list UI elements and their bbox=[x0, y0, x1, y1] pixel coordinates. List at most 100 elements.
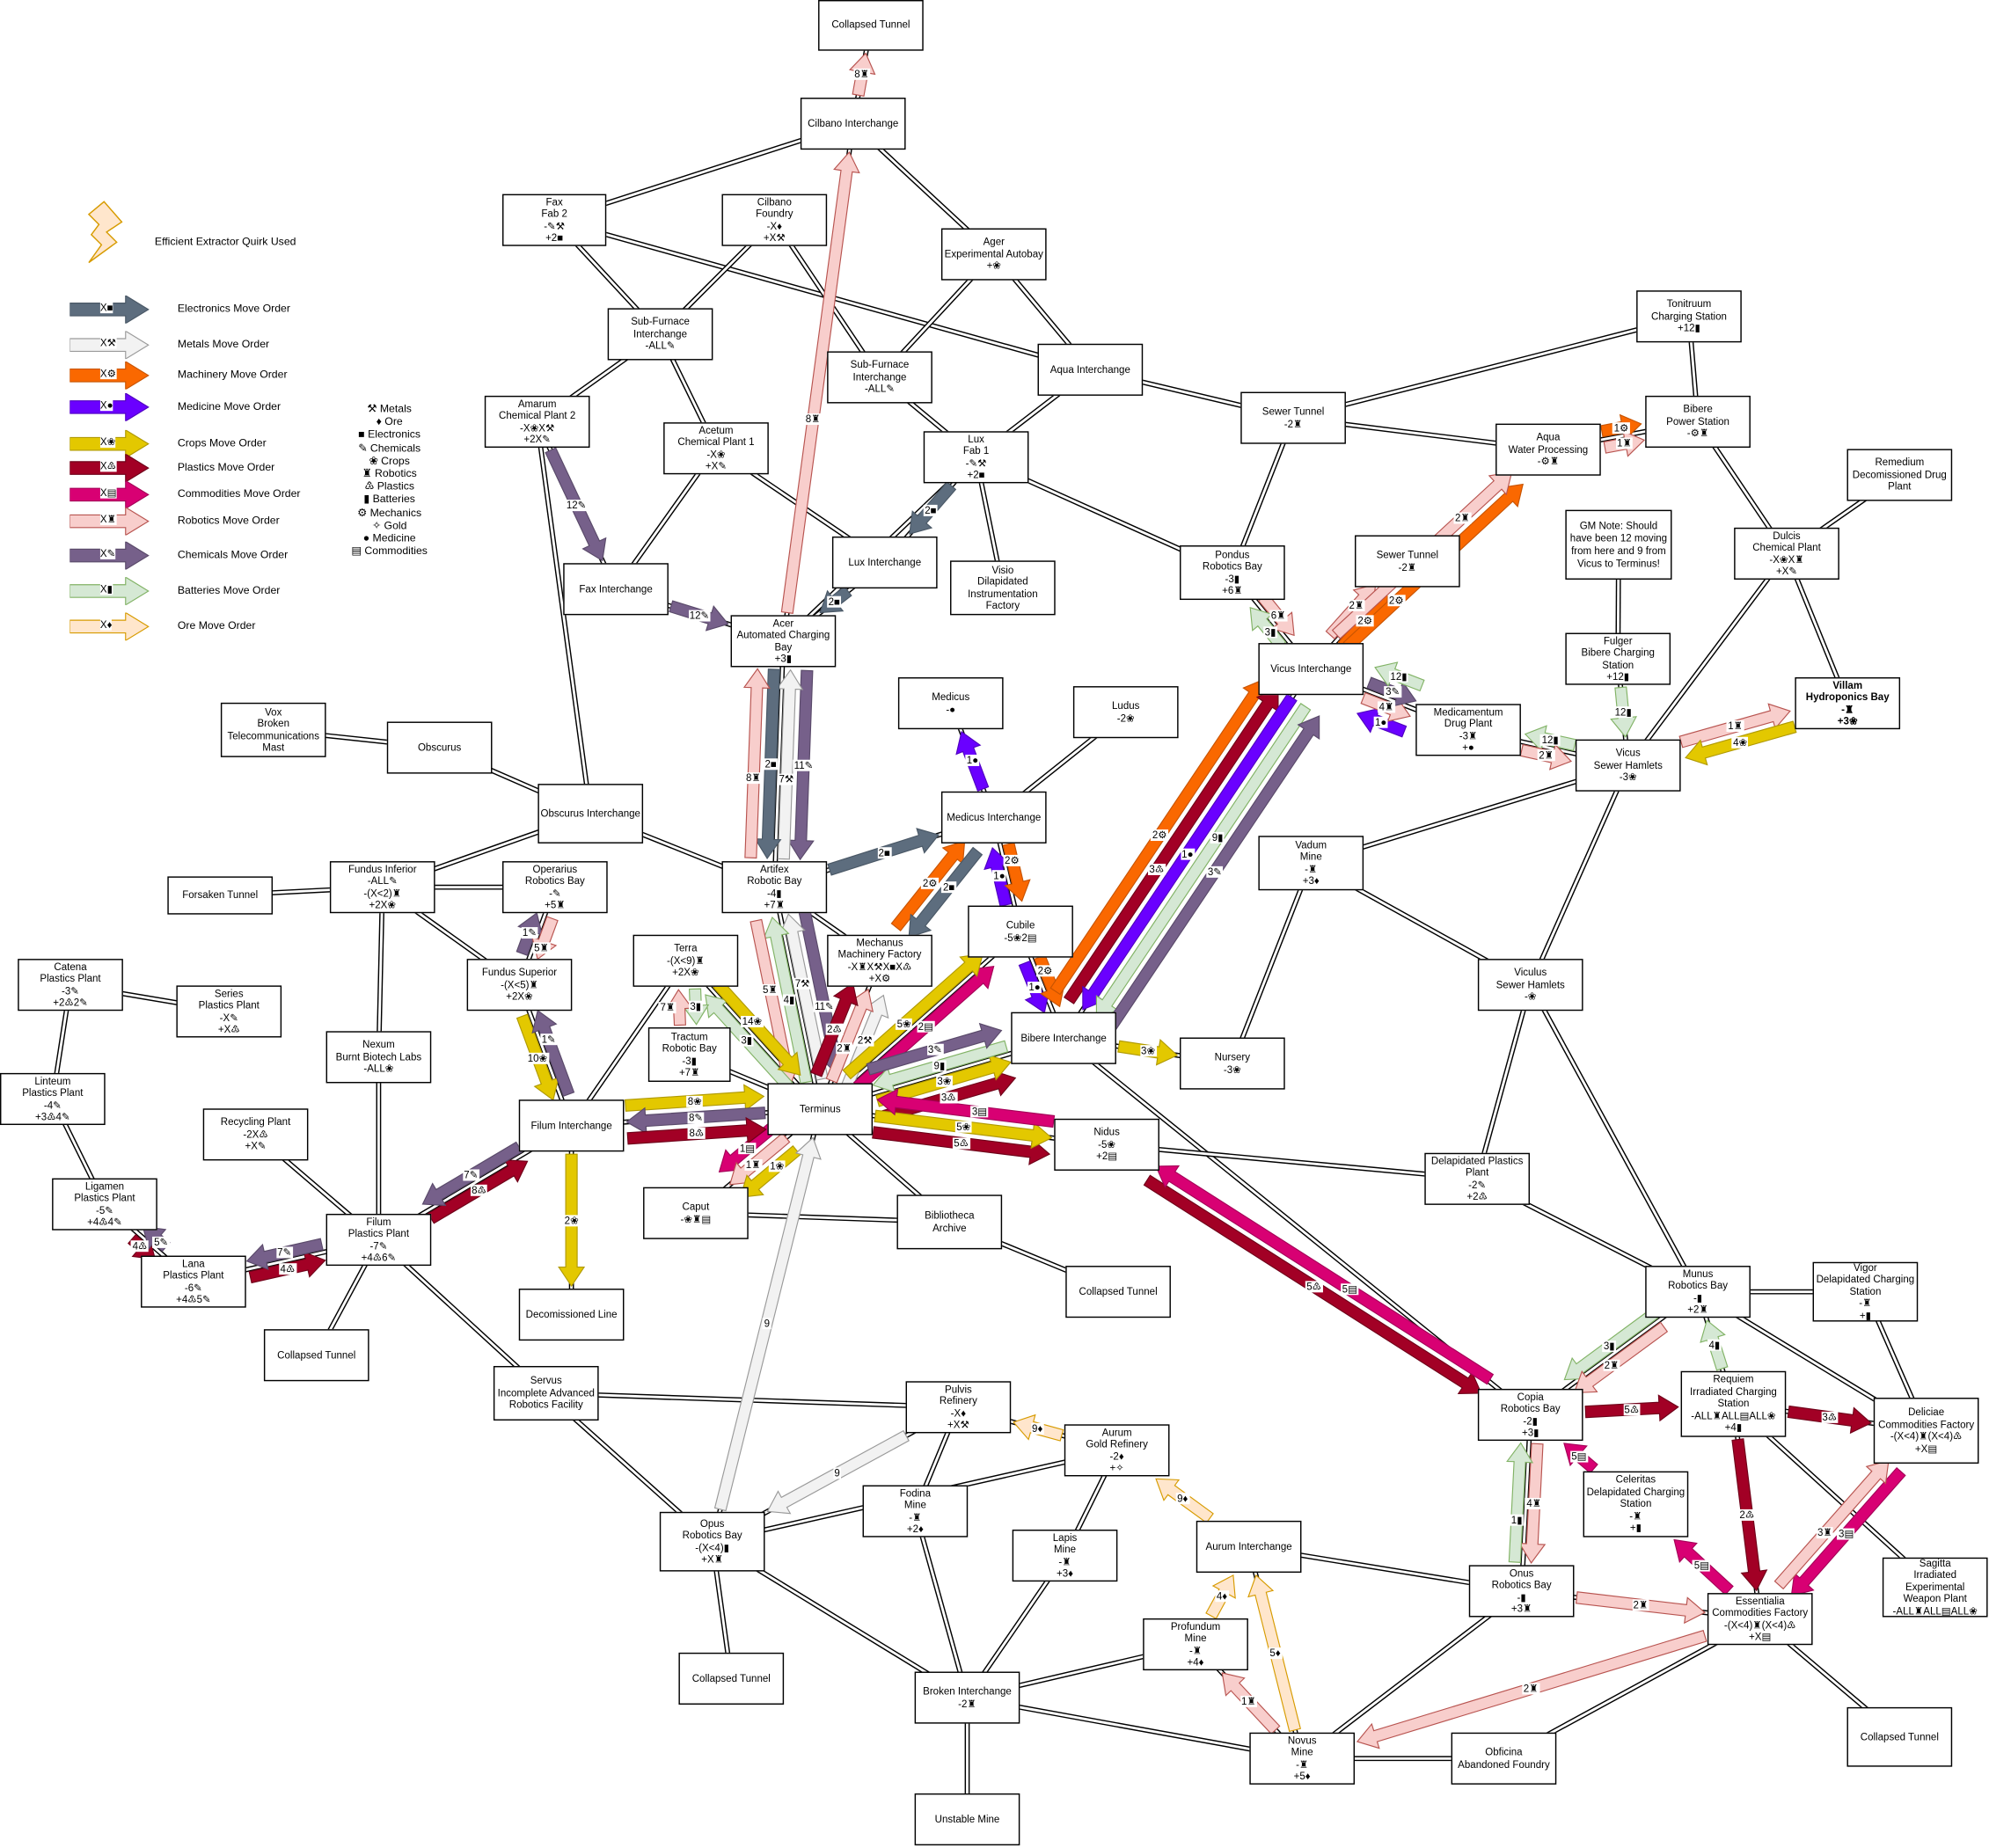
location-node-cilbano-int[interactable]: Cilbano Interchange bbox=[800, 98, 906, 150]
node-detail: -2♜ bbox=[1283, 418, 1303, 430]
location-node-lux-int[interactable]: Lux Interchange bbox=[831, 536, 938, 589]
location-node-ct2[interactable]: Collapsed Tunnel bbox=[1065, 1266, 1171, 1318]
node-detail: Irradiated Charging bbox=[1690, 1385, 1777, 1398]
location-node-filum-int[interactable]: Filum Interchange bbox=[518, 1099, 625, 1152]
location-node-broken-int[interactable]: Broken Interchange-2♜ bbox=[914, 1671, 1020, 1724]
location-node-nursery[interactable]: Nursery-3❀ bbox=[1180, 1037, 1285, 1090]
location-node-forsaken[interactable]: Forsaken Tunnel bbox=[167, 876, 274, 915]
node-title: Tonitruum bbox=[1666, 298, 1712, 310]
node-title: Deliciae bbox=[1908, 1406, 1945, 1419]
node-detail: Refinery bbox=[939, 1395, 977, 1407]
node-title: Lux Interchange bbox=[848, 556, 922, 568]
location-node-vicus-int[interactable]: Vicus Interchange bbox=[1258, 643, 1364, 696]
location-node-sewer1[interactable]: Sewer Tunnel-2♜ bbox=[1240, 391, 1346, 444]
location-node-ct4[interactable]: Collapsed Tunnel bbox=[678, 1652, 785, 1705]
node-detail: -6✎ bbox=[184, 1282, 202, 1294]
location-node-ct1[interactable]: Collapsed Tunnel bbox=[818, 0, 924, 51]
move-order-label: 3▮ bbox=[1263, 626, 1277, 639]
location-node-caput[interactable]: Caput-❀♜▤ bbox=[643, 1187, 749, 1239]
location-node-unstable[interactable]: Unstable Mine bbox=[914, 1793, 1020, 1846]
location-node-fundus-inf[interactable]: Fundus Inferior-ALL✎-(X<2)♜+2X❀ bbox=[329, 861, 435, 914]
location-node-terra[interactable]: Terra-(X<9)♜+2X❀ bbox=[633, 934, 739, 987]
node-detail: +12▮ bbox=[1606, 670, 1630, 683]
location-node-obscurus-int[interactable]: Obscurus Interchange bbox=[537, 784, 644, 844]
location-node-obscurus[interactable]: Obscurus bbox=[386, 721, 493, 774]
location-node-medicus-int[interactable]: Medicus Interchange bbox=[940, 791, 1047, 844]
location-node-aurum-int[interactable]: Aurum Interchange bbox=[1196, 1520, 1302, 1574]
location-node-bibere-int[interactable]: Bibere Interchange bbox=[1011, 1012, 1116, 1064]
location-node-sewer2[interactable]: Sewer Tunnel-2♜ bbox=[1355, 535, 1460, 588]
location-node-nidus[interactable]: Nidus-5❀+2▤ bbox=[1054, 1118, 1159, 1171]
location-node-decom[interactable]: Decomissioned Line bbox=[518, 1289, 625, 1341]
location-node-medicus[interactable]: Medicus-● bbox=[897, 677, 1004, 730]
location-node-ct5[interactable]: Collapsed Tunnel bbox=[1846, 1706, 1953, 1767]
node-detail: -♜ bbox=[1188, 1644, 1203, 1656]
location-node-cubile[interactable]: Cubile-5❀2▤ bbox=[968, 905, 1073, 958]
location-node-recycling[interactable]: Recycling Plant-2X♳+X✎ bbox=[202, 1108, 309, 1161]
node-title: Forsaken Tunnel bbox=[182, 889, 259, 902]
location-node-terminus[interactable]: Terminus bbox=[767, 1083, 874, 1136]
location-node-fax-int[interactable]: Fax Interchange bbox=[563, 563, 669, 616]
location-node-ludus[interactable]: Ludus-2❀ bbox=[1072, 686, 1179, 739]
location-node-ct3[interactable]: Collapsed Tunnel bbox=[263, 1329, 369, 1382]
location-node-fundus-sup[interactable]: Fundus Superior-(X<5)♜+2X❀ bbox=[466, 959, 573, 1012]
location-node-aqua-int[interactable]: Aqua Interchange bbox=[1037, 343, 1144, 396]
node-detail: Sewer Hamlets bbox=[1495, 978, 1565, 990]
